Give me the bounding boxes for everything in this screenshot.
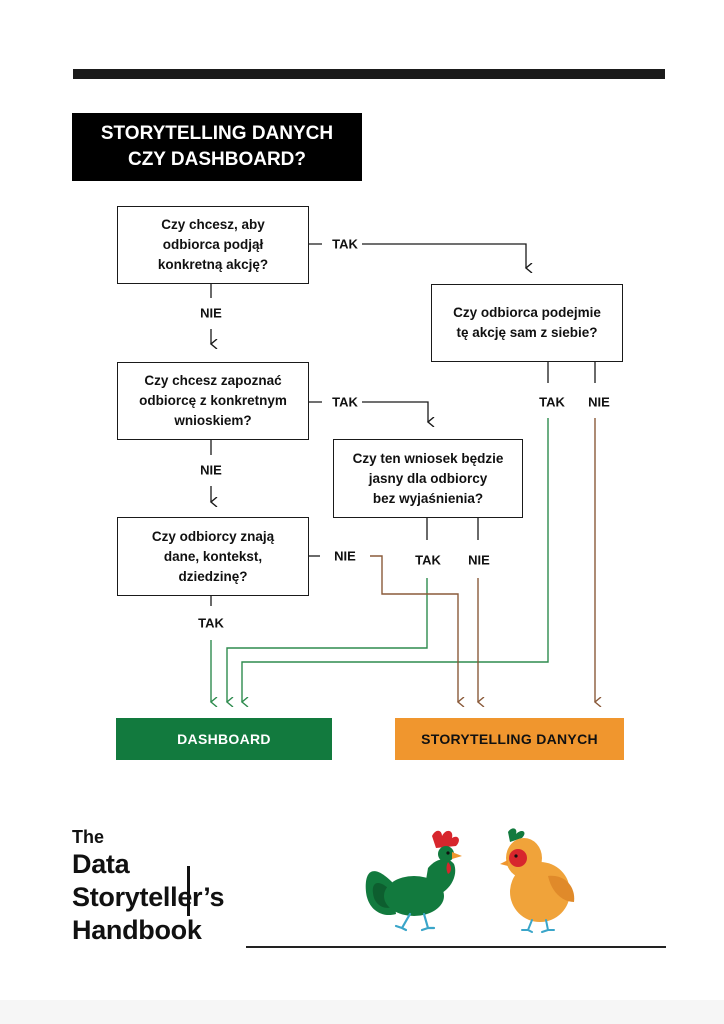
brand-line-2: Data (72, 849, 130, 879)
q2-line-1: Czy chcesz zapoznać (144, 373, 282, 388)
brand-line-4: Handbook (72, 915, 202, 945)
brand-accent-bar (187, 866, 190, 916)
route-q4-yes-dashboard (242, 418, 549, 702)
title-line-2: CZY DASHBOARD? (127, 149, 307, 170)
label-q4-yes: TAK (539, 394, 565, 410)
footer-strip (0, 1000, 724, 1024)
label-q2-yes: TAK (332, 394, 358, 410)
label-q4-no: NIE (588, 394, 610, 410)
route-q5-yes-dashboard (227, 578, 428, 702)
connector-q1-yes (309, 243, 526, 268)
question-box-action: Czy chcesz, aby odbiorca podjął konkretn… (117, 206, 309, 284)
label-q3-yes: TAK (198, 615, 224, 631)
result-dashboard-label: DASHBOARD (177, 731, 271, 747)
brand-logo: The Data Storyteller’s Handbook (72, 826, 224, 947)
route-q3-no-storytelling (370, 555, 458, 702)
question-box-conclusion: Czy chcesz zapoznać odbiorcę z konkretny… (117, 362, 309, 440)
bottom-rule (246, 946, 666, 948)
brand-line-1: The (72, 827, 105, 847)
result-storytelling-label: STORYTELLING DANYCH (421, 731, 598, 747)
q5-line-3: bez wyjaśnienia? (372, 490, 484, 506)
label-q5-yes: TAK (415, 552, 441, 568)
q3-line-2: dane, kontekst, (163, 548, 263, 564)
label-q5-no: NIE (468, 552, 490, 568)
q3-line-3: dziedzinę? (178, 568, 248, 584)
label-q2-no: NIE (200, 462, 222, 478)
q4-line-1: Czy odbiorca podejmie (453, 305, 601, 320)
q4-line-2: tę akcję sam z siebie? (456, 325, 598, 340)
label-q3-no: NIE (334, 548, 356, 564)
green-rooster-icon (365, 830, 462, 932)
top-rule (73, 69, 665, 79)
label-q1-yes: TAK (332, 236, 358, 252)
q1-line-1: Czy chcesz, aby (161, 217, 265, 232)
q2-line-2: odbiorcę z konkretnym (139, 393, 287, 408)
q5-line-2: jasny dla odbiorcy (368, 470, 488, 486)
q1-line-3: konkretną akcję? (157, 257, 269, 272)
question-box-clear-conclusion: Czy ten wniosek będzie jasny dla odbiorc… (333, 439, 523, 518)
question-box-self-action: Czy odbiorca podejmie tę akcję sam z sie… (431, 284, 623, 362)
title-line-1: STORYTELLING DANYCH (100, 123, 334, 144)
q1-line-2: odbiorca podjął (162, 237, 264, 252)
connector-q2-yes (309, 401, 428, 422)
result-storytelling: STORYTELLING DANYCH (395, 718, 624, 760)
label-q1-no: NIE (200, 305, 222, 321)
q2-line-3: wnioskiem? (174, 413, 252, 428)
question-box-context: Czy odbiorcy znają dane, kontekst, dzied… (117, 517, 309, 596)
page-title: STORYTELLING DANYCH CZY DASHBOARD? (72, 113, 362, 181)
result-dashboard: DASHBOARD (116, 718, 332, 760)
orange-hen-icon (500, 828, 575, 933)
q5-line-1: Czy ten wniosek będzie (352, 450, 504, 466)
q3-line-1: Czy odbiorcy znają (151, 528, 275, 544)
brand-line-3: Storyteller’s (72, 882, 225, 912)
